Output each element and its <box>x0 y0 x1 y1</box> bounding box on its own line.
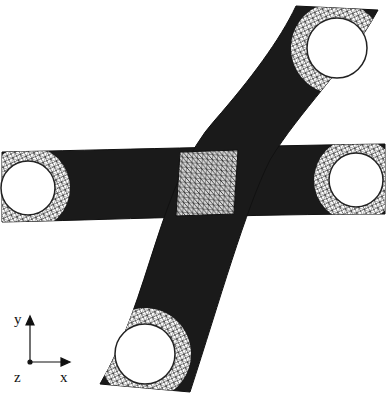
axis-label: x <box>60 370 68 385</box>
axis-triad <box>26 316 70 366</box>
x-axis <box>30 361 64 362</box>
axis-label: y <box>14 312 22 327</box>
hole <box>329 153 383 207</box>
end-mesh <box>291 2 383 94</box>
hole <box>307 18 367 78</box>
end-mesh <box>0 146 70 230</box>
end-mesh <box>314 138 387 222</box>
hole <box>1 161 55 215</box>
z-axis <box>28 360 32 364</box>
y-axis <box>29 322 30 362</box>
arrowhead <box>26 316 34 325</box>
end-mesh <box>99 308 191 394</box>
hole <box>115 324 175 384</box>
center-mesh <box>176 150 238 216</box>
arrowhead <box>61 358 70 366</box>
axis-label: z <box>14 370 21 385</box>
